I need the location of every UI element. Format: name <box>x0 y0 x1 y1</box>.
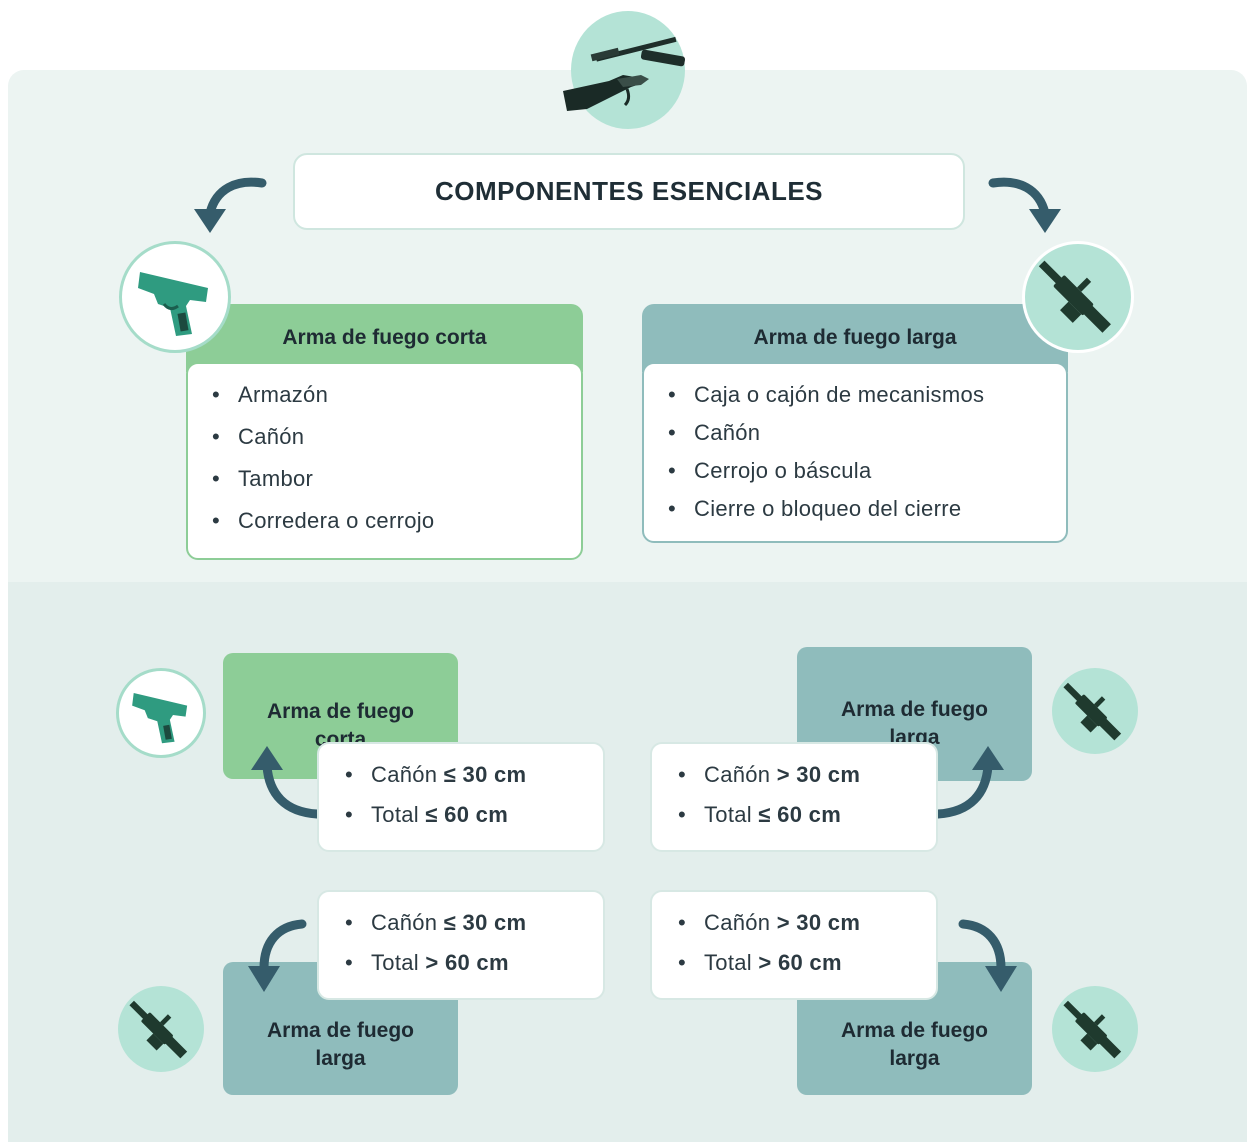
rule-criteria-box: Cañón ≤ 30 cm Total ≤ 60 cm <box>317 742 605 852</box>
curved-arrow-icon <box>194 177 267 233</box>
list-item: Cañón <box>664 420 1046 446</box>
list-item: Cañón <box>208 424 561 450</box>
rule-result-line: Arma de fuego <box>266 1019 415 1042</box>
bottom-panel <box>8 582 1247 1142</box>
list-item: Cañón > 30 cm <box>674 762 914 788</box>
rifle-icon <box>118 986 204 1072</box>
rule-result-line: larga <box>889 1047 940 1070</box>
criteria-value: > 60 cm <box>758 950 842 975</box>
rule-result-line: larga <box>315 1047 366 1070</box>
list-item: Total ≤ 60 cm <box>674 802 914 828</box>
list-item: Cerrojo o báscula <box>664 458 1046 484</box>
list-item: Cierre o bloqueo del cierre <box>664 496 1046 522</box>
criteria-label: Total <box>371 950 426 975</box>
criteria-label: Cañón <box>704 910 777 935</box>
long-weapon-heading: Arma de fuego larga <box>642 304 1068 372</box>
criteria-value: ≤ 60 cm <box>425 802 509 827</box>
curved-arrow-icon <box>248 919 307 992</box>
criteria-label: Total <box>704 802 759 827</box>
list-item: Total > 60 cm <box>674 950 914 976</box>
list-item: Armazón <box>208 382 561 408</box>
curved-arrow-icon <box>958 919 1017 992</box>
curved-arrow-icon <box>988 177 1061 233</box>
criteria-value: > 60 cm <box>425 950 509 975</box>
rule-result-line: Arma de fuego <box>840 1019 989 1042</box>
short-weapon-heading: Arma de fuego corta <box>186 304 583 372</box>
page-title: COMPONENTES ESENCIALES <box>293 153 965 230</box>
rule-criteria-box: Cañón > 30 cm Total ≤ 60 cm <box>650 742 938 852</box>
rifle-icon <box>1022 241 1134 353</box>
criteria-value: ≤ 30 cm <box>443 910 527 935</box>
criteria-label: Cañón <box>371 762 444 787</box>
pistol-icon <box>119 241 231 353</box>
curved-arrow-icon <box>933 746 1004 819</box>
rifle-icon <box>1052 986 1138 1072</box>
list-item: Tambor <box>208 466 561 492</box>
rule-result-line: Arma de fuego <box>840 698 989 721</box>
curved-arrow-icon <box>251 746 322 819</box>
short-weapon-components: Armazón Cañón Tambor Corredera o cerrojo <box>186 362 583 560</box>
criteria-value: ≤ 60 cm <box>758 802 842 827</box>
disassembled-shotgun-icon <box>563 11 686 129</box>
pistol-icon <box>116 668 206 758</box>
rule-criteria-box: Cañón > 30 cm Total > 60 cm <box>650 890 938 1000</box>
list-item: Cañón ≤ 30 cm <box>341 910 581 936</box>
criteria-label: Total <box>704 950 759 975</box>
criteria-value: > 30 cm <box>776 910 861 935</box>
rule-result-line: Arma de fuego <box>266 700 415 723</box>
list-item: Caja o cajón de mecanismos <box>664 382 1046 408</box>
criteria-label: Total <box>371 802 426 827</box>
criteria-value: > 30 cm <box>776 762 861 787</box>
rule-criteria-box: Cañón ≤ 30 cm Total > 60 cm <box>317 890 605 1000</box>
list-item: Total ≤ 60 cm <box>341 802 581 828</box>
list-item: Cañón ≤ 30 cm <box>341 762 581 788</box>
rifle-icon <box>1052 668 1138 754</box>
list-item: Total > 60 cm <box>341 950 581 976</box>
long-weapon-components: Caja o cajón de mecanismos Cañón Cerrojo… <box>642 362 1068 543</box>
criteria-value: ≤ 30 cm <box>443 762 527 787</box>
list-item: Cañón > 30 cm <box>674 910 914 936</box>
list-item: Corredera o cerrojo <box>208 508 561 534</box>
criteria-label: Cañón <box>704 762 777 787</box>
criteria-label: Cañón <box>371 910 444 935</box>
